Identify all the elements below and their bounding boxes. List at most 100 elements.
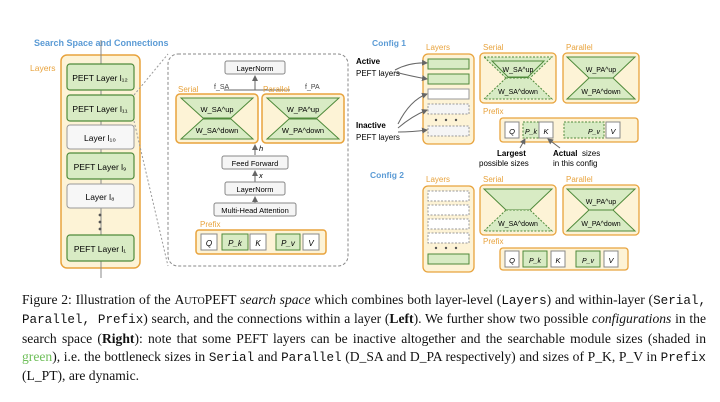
config2-prefix-label: Prefix: [483, 237, 503, 246]
caption-text: ). We further show two possible: [413, 311, 593, 327]
config2-serial-down: [482, 209, 554, 232]
caption-autopeft: AutoPEFT: [174, 292, 237, 307]
parallel-up-trapezoid: [265, 97, 341, 119]
prefix-v-cell: [302, 233, 320, 251]
config2-pk-cell: [522, 250, 548, 268]
layer-dot: [98, 213, 102, 217]
prefix-v-label: V: [308, 239, 314, 248]
active-arrow: [394, 71, 428, 82]
caption-prefix: Prefix: [660, 350, 706, 365]
parallel-down-trapezoid: [265, 118, 341, 140]
inactive-label-line1: Inactive: [356, 121, 386, 130]
caption-left: Left: [389, 311, 414, 327]
config1-dot: [434, 118, 438, 122]
h-label: h: [259, 144, 263, 153]
config2-v-cell: [603, 250, 619, 268]
config2-dot: [454, 246, 458, 250]
w-sa-up-label: W_SA^up: [200, 105, 233, 114]
layer-label-1: PEFT Layer l₁: [74, 244, 126, 254]
layernorm-mid-label: LayerNorm: [236, 185, 273, 194]
config1-layer: [427, 88, 470, 100]
config1-serial-actual: [490, 60, 546, 78]
largest-label-line2: possible sizes: [479, 159, 529, 168]
mha-label: Multi-Head Attention: [221, 206, 289, 215]
config1-serial-label: Serial: [483, 43, 504, 52]
config2-layer: [427, 190, 470, 202]
prefix-q-cell: [200, 233, 218, 251]
config1-wpa-up: W_PA^up: [586, 67, 616, 74]
caption-layers: Layers: [501, 294, 547, 308]
prefix-k-cell: [249, 233, 267, 251]
inactive-label-line2: PEFT layers: [356, 133, 400, 142]
config1-wsa-up: W_SA^up: [503, 67, 534, 74]
layer-detail-box: [167, 53, 349, 267]
layer-box-8: [66, 183, 135, 209]
largest-label-line1: Largest: [497, 149, 526, 158]
config2-k-label: K: [555, 256, 561, 265]
inactive-arrow: [397, 109, 428, 129]
config1-q-label: Q: [509, 127, 515, 136]
actual-label-line2: in this config: [553, 159, 597, 168]
actual-label-suffix: sizes: [582, 149, 600, 158]
config1-dot: [444, 118, 448, 122]
config1-wsa-down: W_SA^down: [498, 89, 538, 96]
layernorm-top-label: LayerNorm: [236, 64, 273, 73]
caption-text: (L_PT), are dynamic.: [22, 368, 140, 384]
prefix-k-label: K: [255, 239, 261, 248]
config2-parallel-down: [565, 209, 637, 232]
config2-pk-label: P_k: [529, 258, 542, 265]
prefix-pv-cell: [275, 233, 301, 251]
config2-wsa-down: W_SA^down: [498, 221, 538, 228]
f-sa-label: f_SA: [214, 84, 230, 91]
config1-v-cell: [605, 121, 621, 139]
caption-parallel: Parallel: [281, 350, 342, 365]
config2-pv-cell: [575, 250, 601, 268]
x-label: x: [258, 171, 263, 180]
config2-dot: [444, 246, 448, 250]
active-arrow: [394, 59, 428, 71]
caption-right: Right: [101, 330, 135, 346]
config1-title: Config 1: [372, 38, 406, 48]
config1-pv-label: P_v: [588, 129, 601, 136]
config1-prefix-label: Prefix: [483, 107, 503, 116]
caption-text: and: [254, 348, 282, 364]
inactive-arrow: [397, 127, 428, 134]
config2-dot: [434, 246, 438, 250]
prefix-pv-label: P_v: [281, 239, 296, 248]
left-layers-label: Layers: [30, 63, 56, 73]
config2-q-cell: [504, 250, 520, 268]
caption-search-space: search space: [240, 292, 311, 307]
f-pa-label: f_PA: [305, 84, 320, 91]
w-sa-down-label: W_SA^down: [196, 126, 239, 135]
w-pa-down-label: W_PA^down: [282, 126, 324, 135]
serial-down-trapezoid: [179, 118, 255, 140]
inactive-arrow: [397, 92, 428, 125]
config2-q-label: Q: [509, 256, 515, 265]
serial-up-trapezoid: [179, 97, 255, 119]
layer-box-1: [66, 234, 135, 262]
layer-box-10: [66, 124, 135, 150]
caption-text: ), i.e. the bottleneck sizes in: [52, 348, 209, 364]
active-label-line2: PEFT layers: [356, 69, 400, 78]
config1-layer: [427, 73, 470, 85]
caption-text: which combines both layer-level (: [310, 292, 502, 307]
config1-layer: [427, 58, 470, 70]
config2-title: Config 2: [370, 170, 404, 180]
layer-box-11: [66, 94, 135, 122]
config1-parallel-label: Parallel: [566, 43, 593, 52]
figure-diagram: Search Space and Connections Layers PEFT…: [30, 38, 640, 278]
caption-text: ): note that some PEFT layers can be ina…: [134, 330, 706, 346]
caption-within: Serial, Parallel, Prefix: [22, 294, 706, 328]
prefix-pk-label: P_k: [228, 239, 243, 248]
actual-arrow: [547, 138, 561, 149]
config2-layer: [427, 204, 470, 216]
config2-k-cell: [550, 250, 566, 268]
mha-box: [213, 202, 297, 217]
config1-q-cell: [504, 121, 520, 139]
caption-configurations: configurations: [592, 311, 672, 327]
caption-text: ) search, and the connections within a l…: [143, 311, 390, 327]
layer-label-11: PEFT Layer l₁₁: [72, 104, 127, 114]
config1-layer: [427, 103, 470, 115]
prefix-q-label: Q: [206, 239, 212, 248]
config2-layer: [427, 253, 470, 265]
